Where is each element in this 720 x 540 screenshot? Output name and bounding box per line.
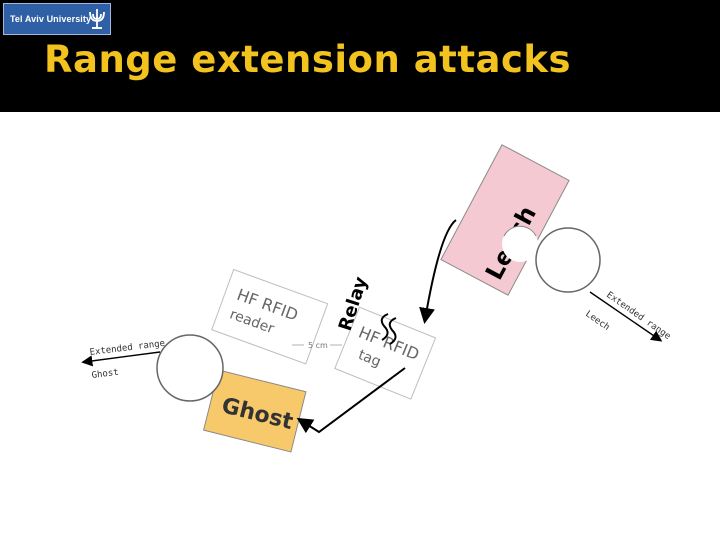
ghost-small-label: Ghost (91, 368, 119, 381)
attack-diagram: Leech HF RFID reader HF RFID tag 5 cm Re… (81, 144, 672, 453)
right-antenna-circle (535, 227, 601, 293)
ghost-arrow (296, 367, 406, 434)
reader-card: HF RFID reader (211, 268, 329, 365)
leech-small-label: Leech (583, 309, 611, 333)
extended-range-right: Extended range (604, 290, 672, 342)
left-antenna-circle (156, 334, 224, 402)
left-range-arrow (81, 351, 161, 367)
right-range-arrow (589, 291, 663, 342)
menorah-icon (89, 9, 105, 29)
logo-text: Tel Aviv University (10, 14, 92, 24)
ghost-card: Ghost (202, 369, 307, 453)
extended-range-left: Extended range (89, 339, 166, 358)
university-logo: Tel Aviv University (3, 3, 111, 35)
distance-label: 5 cm (308, 341, 328, 350)
relay-squiggle-icon (380, 313, 389, 341)
leech-arrow (419, 219, 457, 324)
header-bar: Tel Aviv University Range extension atta… (0, 0, 720, 112)
leech-notch (502, 226, 538, 262)
tag-card: HF RFID tag (334, 306, 437, 400)
tag-line2: tag (356, 347, 383, 370)
slide-title: Range extension attacks (44, 38, 572, 81)
